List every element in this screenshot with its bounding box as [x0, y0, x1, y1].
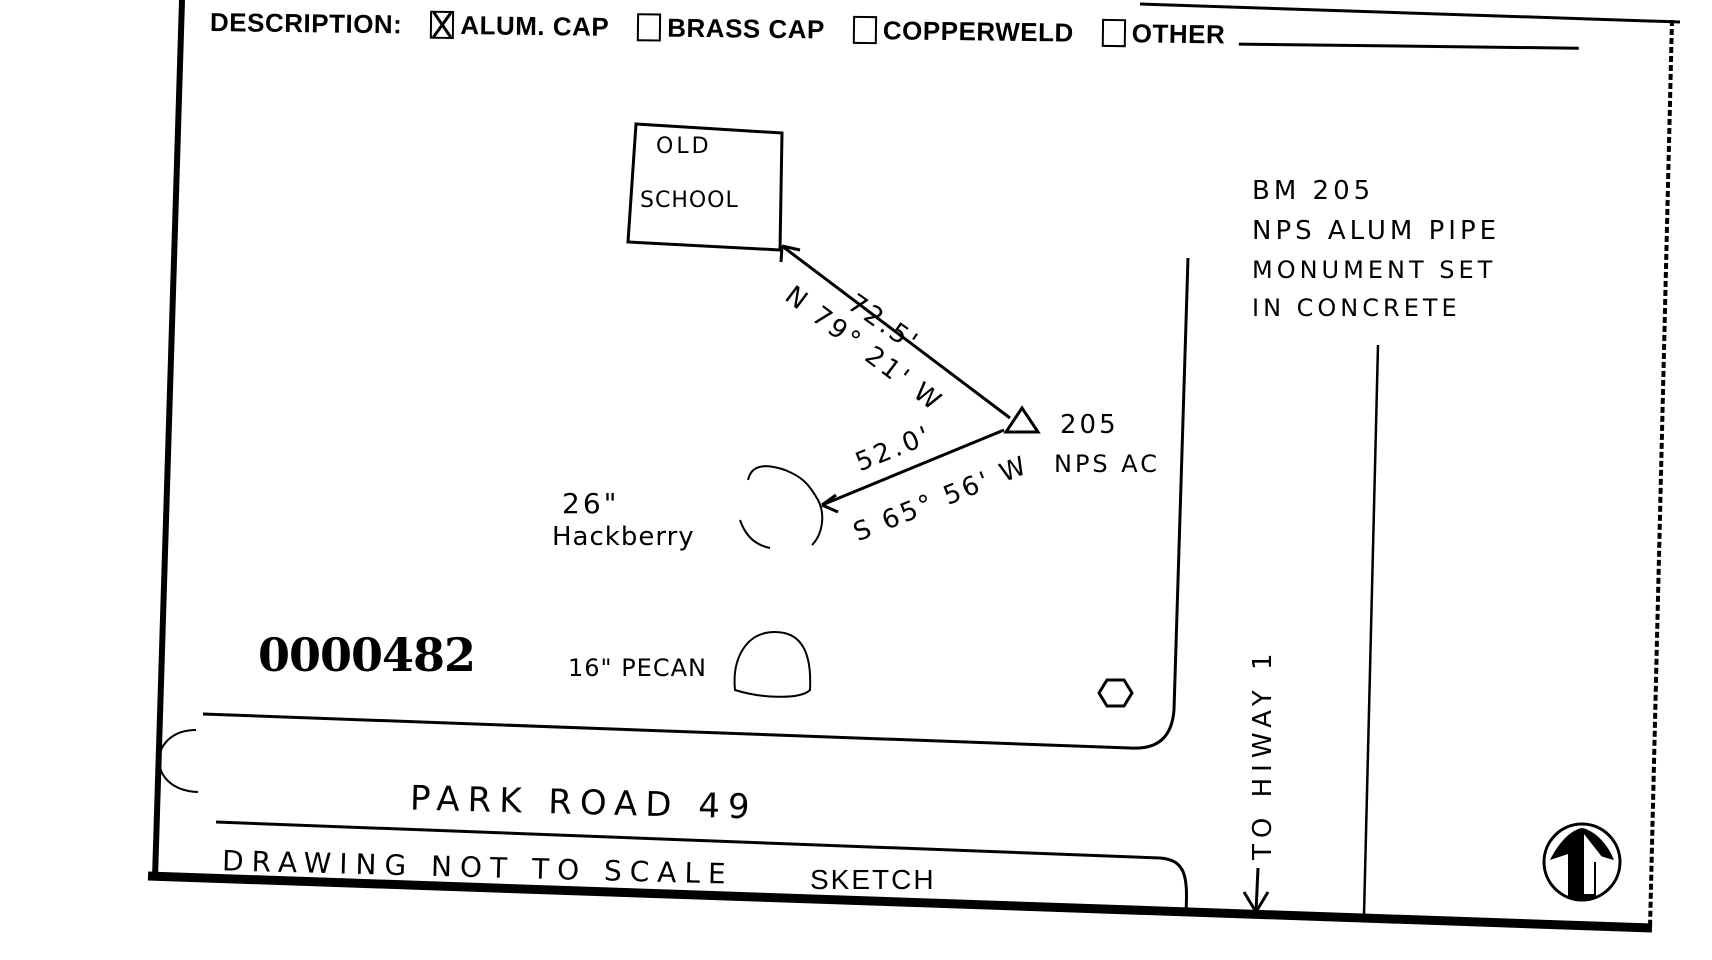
- frame-right-border: [1648, 19, 1674, 929]
- road-edge-hiway: [1362, 344, 1380, 916]
- tree-hackberry-icon: [739, 465, 824, 549]
- hexagon-marker-icon: [1097, 678, 1134, 708]
- road-curve: [158, 729, 199, 793]
- road-edge-south: [215, 820, 1188, 913]
- building-label-2: SCHOOL: [640, 188, 739, 213]
- pecan-label: 16" PECAN: [568, 654, 707, 682]
- north-arrow-icon: [1542, 822, 1622, 902]
- scale-note-typed: SKETCH: [810, 864, 936, 895]
- hackberry-size: 26": [562, 487, 620, 520]
- note-line-1: BM 205: [1252, 176, 1375, 206]
- document-stamp-number: 0000482: [258, 628, 476, 682]
- traverse-line-school: [781, 244, 1011, 420]
- road-edge-north: [202, 257, 1190, 750]
- road-label: PARK ROAD 49: [409, 778, 759, 828]
- traverse-line-hackberry: [821, 428, 1005, 507]
- direction-label-vertical: TO HIWAY 1: [1248, 647, 1278, 860]
- building-outline: [626, 122, 784, 252]
- frame-top-border: [1139, 2, 1681, 24]
- arrow-head: [779, 244, 801, 263]
- benchmark-notes: BM 205 NPS ALUM PIPE MONUMENT SET IN CON…: [1252, 176, 1500, 332]
- station-triangle-icon: [1003, 405, 1041, 434]
- note-line-2: NPS ALUM PIPE: [1252, 216, 1501, 246]
- tree-pecan-icon: [733, 630, 812, 698]
- hackberry-name: Hackberry: [552, 522, 695, 552]
- arrow-down-icon: [1242, 867, 1270, 915]
- frame-left-border: [152, 0, 185, 879]
- note-line-3: MONUMENT SET: [1252, 256, 1497, 284]
- station-type: NPS AC: [1054, 450, 1161, 478]
- station-number: 205: [1060, 410, 1119, 440]
- frame-bottom-border: [147, 871, 1653, 933]
- building-label-1: OLD: [656, 134, 712, 159]
- note-line-4: IN CONCRETE: [1252, 294, 1461, 322]
